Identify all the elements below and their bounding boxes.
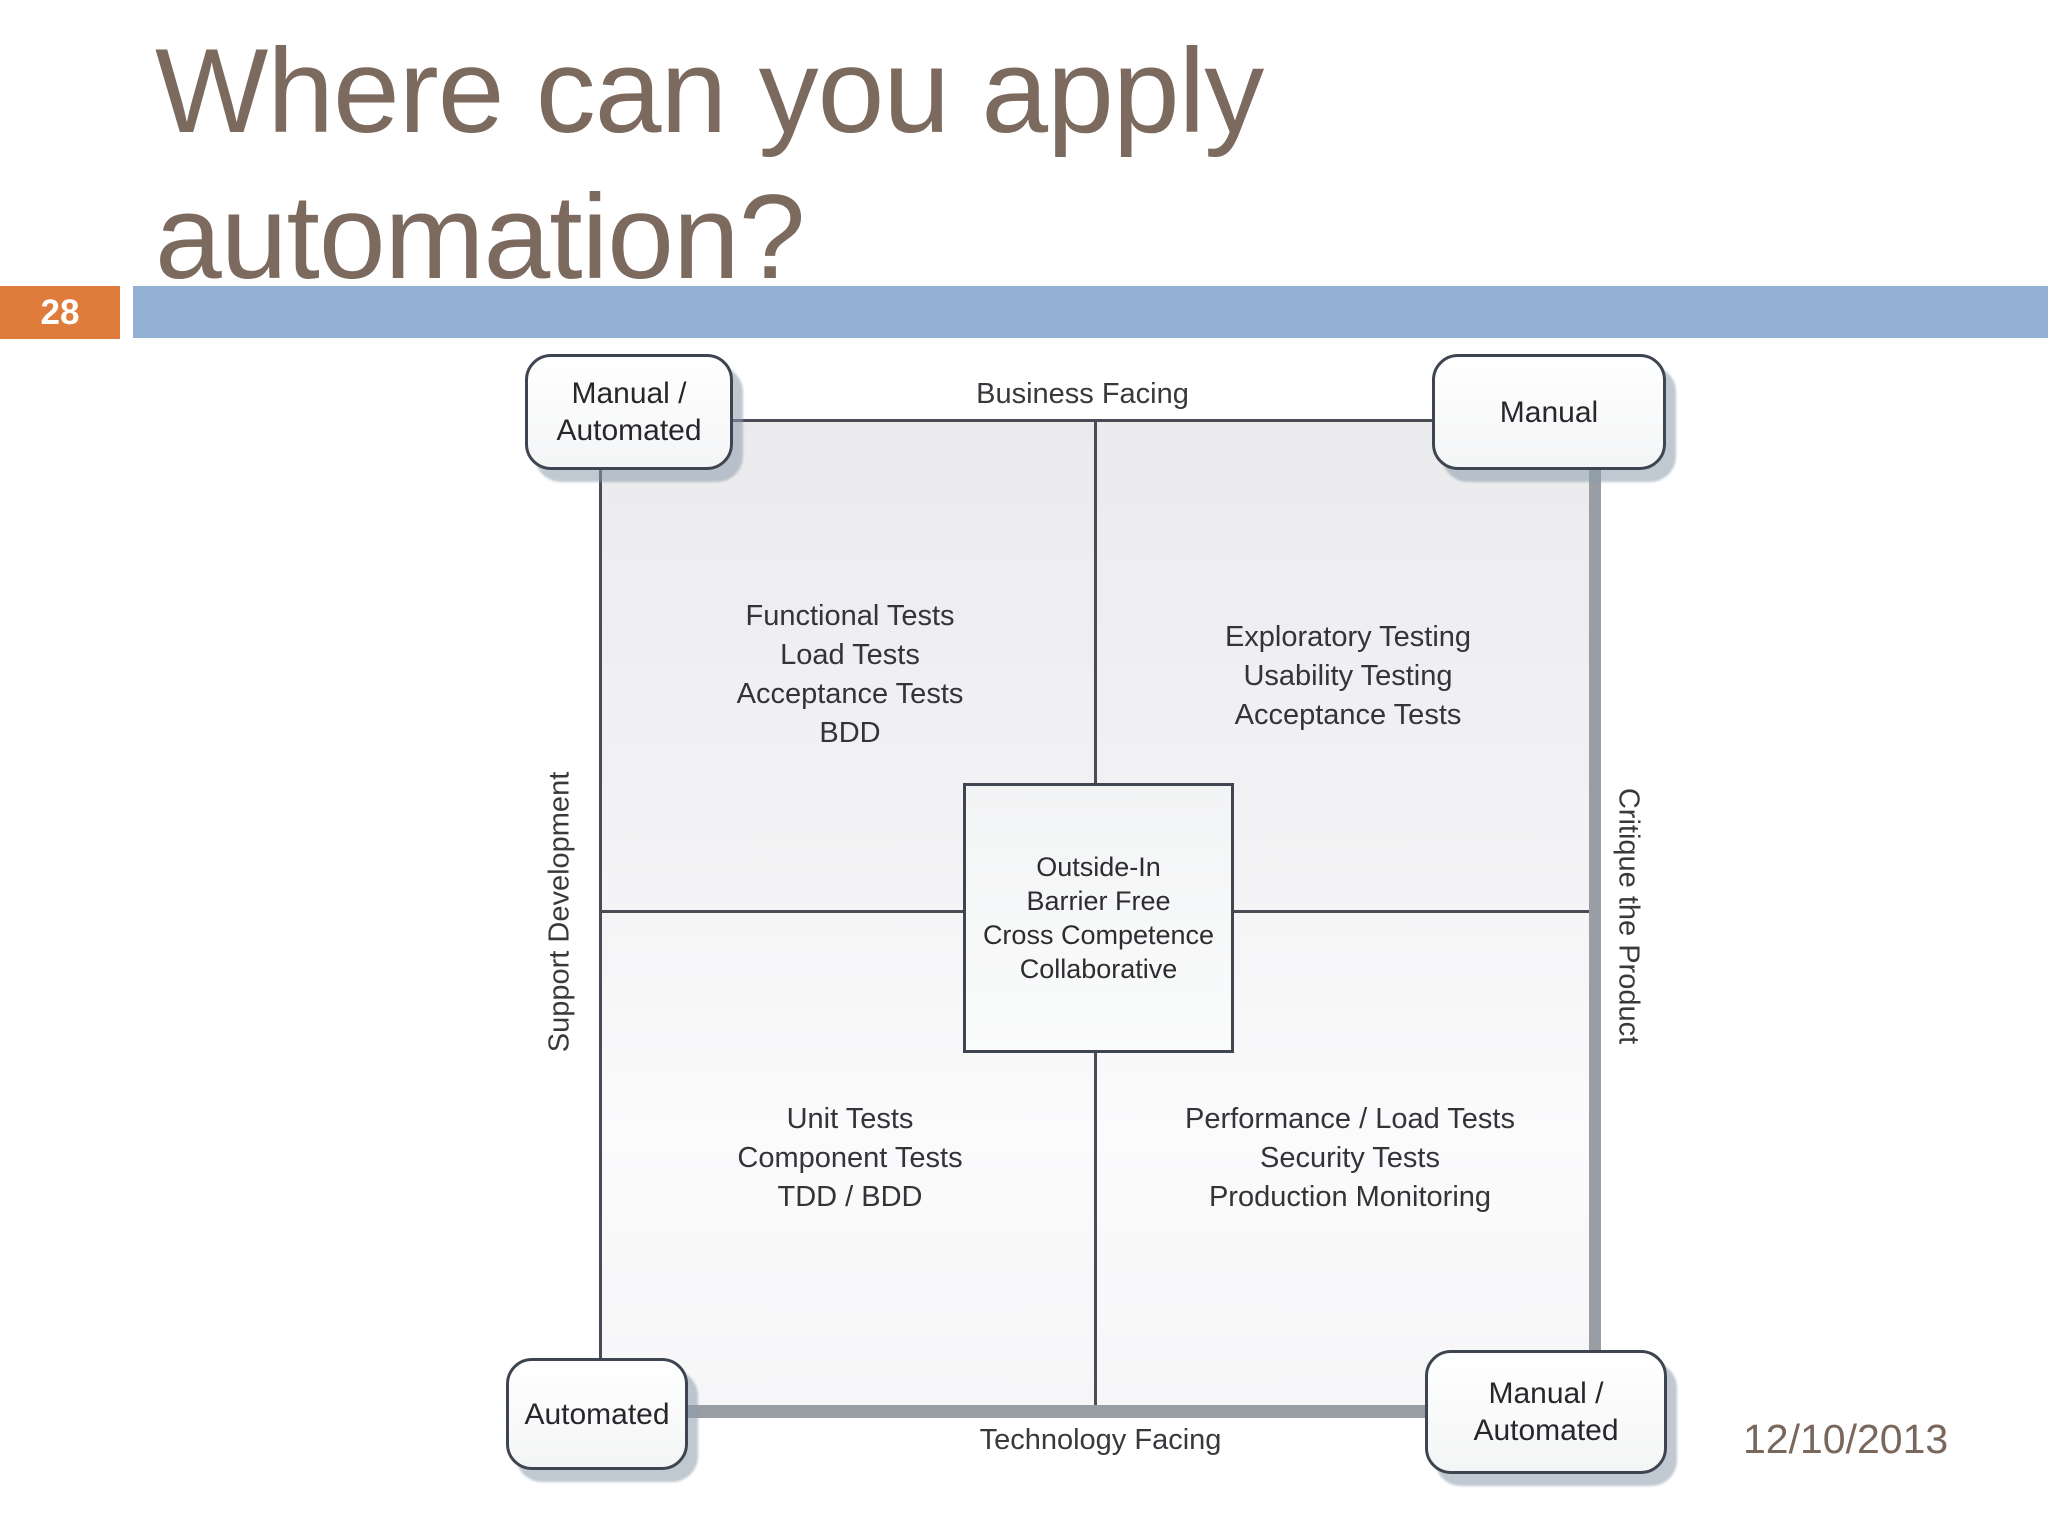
corner-box-line: Automated <box>556 414 702 447</box>
center-box-line: Outside-In <box>1036 852 1161 882</box>
slide-title-line1: Where can you apply <box>155 24 1264 158</box>
corner-box-line: Automated <box>524 1397 670 1431</box>
quadrant-line: BDD <box>819 717 881 749</box>
quadrant-line: Security Tests <box>1260 1142 1440 1174</box>
quadrant-bottom-right-text: Performance / Load Tests Security Tests … <box>1130 1100 1570 1217</box>
slide-title: Where can you apply automation? <box>155 18 1655 311</box>
slide-title-line2: automation? <box>155 170 805 305</box>
corner-box-bottom-left: Automated <box>506 1358 688 1470</box>
quadrant-line: Component Tests <box>737 1142 963 1174</box>
quadrant-top-right-text: Exploratory Testing Usability Testing Ac… <box>1148 618 1548 735</box>
quadrant-line: Unit Tests <box>786 1103 914 1135</box>
corner-box-bottom-right: Manual / Automated <box>1425 1350 1667 1474</box>
quadrant-line: Production Monitoring <box>1208 1181 1492 1213</box>
center-box: Outside-In Barrier Free Cross Competence… <box>963 783 1234 1053</box>
quadrant-line: Acceptance Tests <box>736 678 964 710</box>
center-box-line: Collaborative <box>1019 954 1178 984</box>
grid-bottom-thick-line <box>600 1405 1601 1418</box>
grid-right-thick-line <box>1589 420 1601 1418</box>
quadrant-line: Load Tests <box>780 639 920 671</box>
quadrant-line: Acceptance Tests <box>1234 699 1462 731</box>
header-accent-bar <box>133 286 2048 338</box>
center-box-line: Barrier Free <box>1026 886 1171 916</box>
quadrant-line: Functional Tests <box>745 600 955 632</box>
slide-date: 12/10/2013 <box>1743 1416 1949 1462</box>
quadrant-line: Usability Testing <box>1243 660 1453 692</box>
axis-label-technology-facing: Technology Facing <box>979 1424 1222 1456</box>
quadrant-line: TDD / BDD <box>777 1181 923 1213</box>
corner-box-line: Manual <box>1499 395 1599 429</box>
grid-left-line <box>599 420 602 1410</box>
slide-number-badge: 28 <box>0 286 120 339</box>
axis-label-business-facing: Business Facing <box>976 378 1189 410</box>
corner-box-line: Automated <box>1473 1414 1619 1447</box>
quadrant-line: Exploratory Testing <box>1224 621 1472 653</box>
quadrant-line: Performance / Load Tests <box>1185 1103 1515 1135</box>
axis-label-critique-the-product: Critique the Product <box>1612 787 1645 1045</box>
quadrant-top-left-text: Functional Tests Load Tests Acceptance T… <box>650 597 1050 753</box>
corner-box-line: Manual / <box>1488 1377 1604 1410</box>
corner-box-top-right: Manual <box>1432 354 1666 470</box>
center-box-line: Cross Competence <box>982 920 1215 950</box>
corner-box-line: Manual / <box>571 377 687 410</box>
axis-label-support-development: Support Development <box>543 771 576 1053</box>
quadrant-bottom-left-text: Unit Tests Component Tests TDD / BDD <box>650 1100 1050 1217</box>
corner-box-top-left: Manual / Automated <box>525 354 733 470</box>
